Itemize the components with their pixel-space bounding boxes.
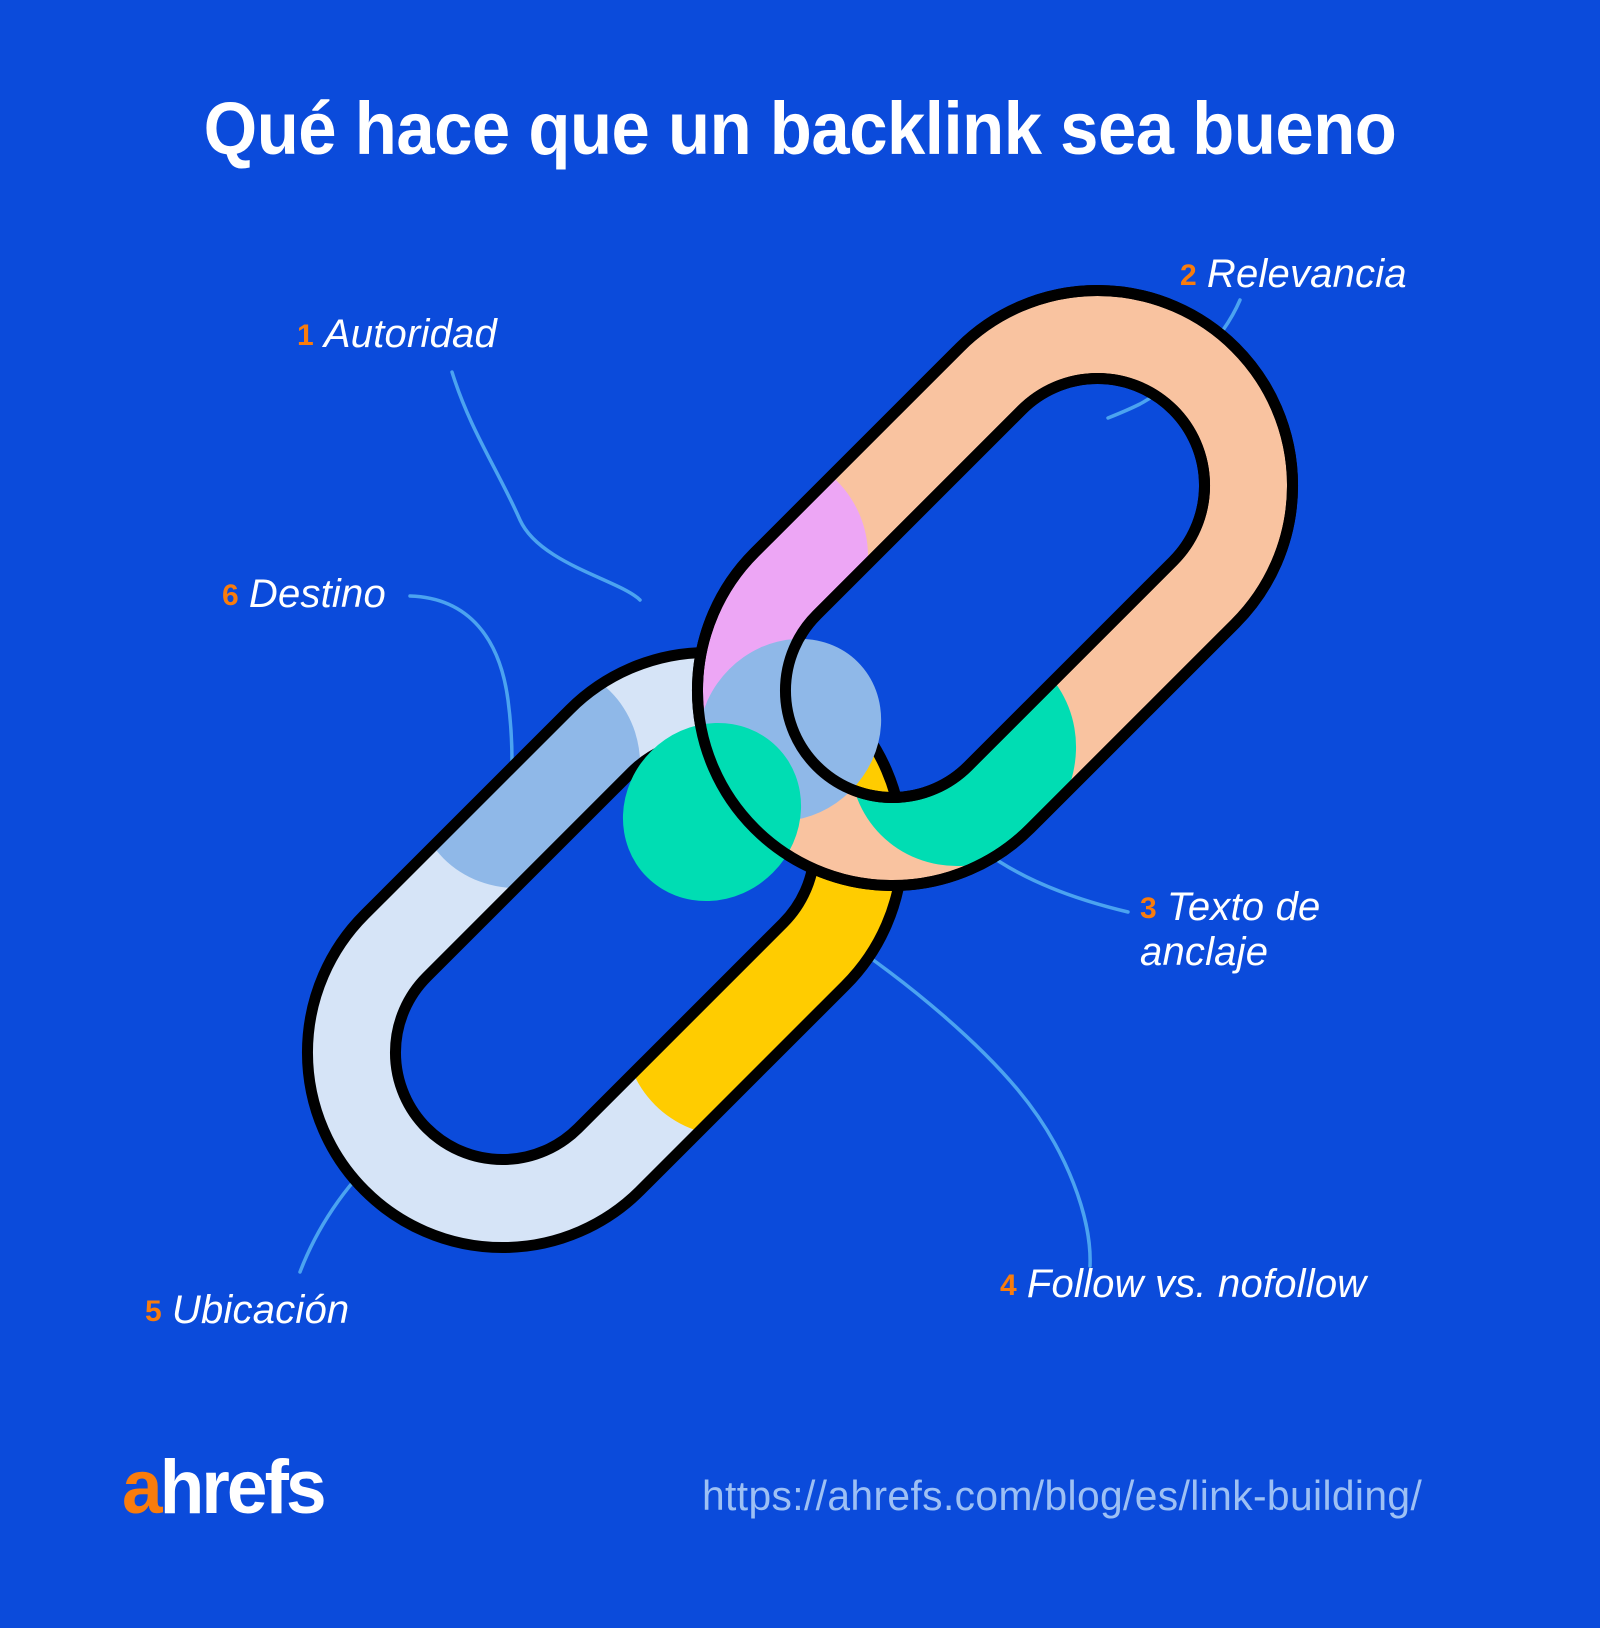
leader-line-4 xyxy=(860,950,1092,1268)
overlap-bluegray xyxy=(698,638,882,822)
callout-number-4: 4 xyxy=(1000,1269,1017,1302)
overlap-teal xyxy=(622,722,802,902)
link-a-outline-top xyxy=(691,284,1299,892)
callout-number-1: 1 xyxy=(297,319,314,352)
segment-follow-yellow-b xyxy=(640,690,1050,1100)
callout-number-5: 5 xyxy=(145,1295,162,1328)
segment-autoridad-cap2 xyxy=(534,594,746,806)
link-a-outer-outline xyxy=(691,284,1299,892)
logo-letter-a: a xyxy=(122,1445,163,1530)
leader-line-6 xyxy=(408,594,514,764)
leader-line-2 xyxy=(1106,298,1242,420)
callout-label-relevancia: 2 Relevancia xyxy=(1180,252,1407,297)
leader-line-3 xyxy=(946,818,1130,914)
segment-anclaje-a xyxy=(849,639,1077,867)
leader-lines xyxy=(298,298,1242,1274)
page-title: Qué hace que un backlink sea bueno xyxy=(203,87,1397,170)
callout-label-follow-vs-nofollow: 4 Follow vs. nofollow xyxy=(1000,1262,1366,1307)
leader-line-5 xyxy=(298,1122,422,1274)
segment-follow-yellow-cap xyxy=(624,924,836,1136)
link-a-inner-outline xyxy=(779,372,1211,804)
link-overlap-accents xyxy=(622,284,1299,902)
callout-text-4: Follow vs. nofollow xyxy=(1026,1262,1367,1306)
callout-number-3: 3 xyxy=(1140,892,1157,925)
segment-autoridad-block xyxy=(556,556,845,845)
callout-text-1: Autoridad xyxy=(323,312,497,356)
callout-text-5: Ubicación xyxy=(171,1288,350,1332)
callout-label-destino: 6 Destino xyxy=(222,572,386,617)
callout-label-ubicacion: 5 Ubicación xyxy=(145,1288,349,1333)
link-b-inner-outline xyxy=(389,734,821,1166)
source-url: https://ahrefs.com/blog/es/link-building… xyxy=(702,1472,1423,1519)
ahrefs-logo: ahrefs xyxy=(122,1450,327,1526)
callout-number-2: 2 xyxy=(1180,259,1197,292)
callout-number-6: 6 xyxy=(222,579,239,612)
callout-text-2: Relevancia xyxy=(1206,252,1407,296)
logo-text-hrefs: hrefs xyxy=(159,1445,327,1530)
callout-label-autoridad: 1 Autoridad xyxy=(297,312,497,357)
segment-autoridad-upper xyxy=(540,470,860,790)
segment-destino xyxy=(413,661,641,889)
segment-autoridad-cap xyxy=(656,450,868,662)
leader-line-1 xyxy=(450,370,642,602)
callout-text-3: Texto de anclaje xyxy=(1140,885,1321,974)
link-b-outer-outline xyxy=(301,646,909,1254)
segment-anclaje-b xyxy=(846,639,1078,871)
callout-text-6: Destino xyxy=(248,572,386,616)
link-a-inner-outline-top xyxy=(779,372,1211,804)
